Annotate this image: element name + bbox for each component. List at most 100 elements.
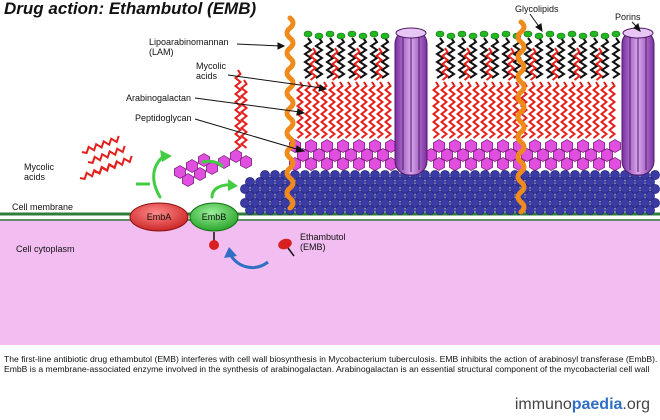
outer-mycolic-chain-25 bbox=[308, 47, 318, 81]
arabinogalactan-hex-41 bbox=[353, 157, 365, 171]
mycolic-acid-chain-13 bbox=[439, 81, 449, 139]
figure-caption: The first-line antibiotic drug ethambuto… bbox=[4, 354, 658, 374]
peptidoglycan-bead-117 bbox=[600, 184, 610, 194]
peptidoglycan-bead-198 bbox=[580, 198, 590, 208]
peptidoglycan-bead-129 bbox=[305, 191, 315, 201]
outer-lipid-chain-23 bbox=[600, 37, 610, 79]
peptidoglycan-bead-157 bbox=[585, 191, 595, 201]
peptidoglycan-bead-235 bbox=[535, 205, 545, 215]
emba-ellipse bbox=[129, 202, 189, 232]
peptidoglycan-bead-22 bbox=[480, 170, 490, 180]
peptidoglycan-bead-105 bbox=[480, 184, 490, 194]
peptidoglycan-bead-193 bbox=[530, 198, 540, 208]
peptidoglycan-bead-81 bbox=[240, 184, 250, 194]
peptidoglycan-bead-238 bbox=[565, 205, 575, 215]
arabinogalactan-hex-54 bbox=[593, 157, 605, 171]
mycolic-acid-chain-33 bbox=[599, 81, 609, 139]
peptidoglycan-bead-62 bbox=[465, 177, 475, 187]
arabinogalactan-hex-34 bbox=[569, 148, 581, 162]
arabinogalactan-hex-3 bbox=[337, 139, 349, 153]
outer-mycolic-chain-34 bbox=[550, 47, 560, 81]
arabinogalactan-hex-39 bbox=[321, 157, 333, 171]
peptidoglycan-bead-82 bbox=[250, 184, 260, 194]
peptidoglycan-bead-23 bbox=[490, 170, 500, 180]
peptidoglycan-bead-158 bbox=[595, 191, 605, 201]
label-peptidoglycan: Peptidoglycan bbox=[135, 113, 192, 123]
peptidoglycan-bead-240 bbox=[585, 205, 595, 215]
peptidoglycan-bead-153 bbox=[545, 191, 555, 201]
peptidoglycan-bead-234 bbox=[525, 205, 535, 215]
peptidoglycan-bead-230 bbox=[485, 205, 495, 215]
peptidoglycan-bead-31 bbox=[570, 170, 580, 180]
porin-right bbox=[621, 27, 655, 176]
peptidoglycan-bead-165 bbox=[250, 198, 260, 208]
peptidoglycan-bead-223 bbox=[415, 205, 425, 215]
arabinogalactan-hex-26 bbox=[441, 148, 453, 162]
peptidoglycan-bead-236 bbox=[545, 205, 555, 215]
peptidoglycan-bead-56 bbox=[405, 177, 415, 187]
peptidoglycan-bead-219 bbox=[375, 205, 385, 215]
outer-lipid-chain-20 bbox=[567, 37, 577, 79]
peptidoglycan-bead-182 bbox=[420, 198, 430, 208]
peptidoglycan-bead-70 bbox=[545, 177, 555, 187]
arabinogalactan-hex-17 bbox=[593, 139, 605, 153]
label-lam: Lipoarabinomannan bbox=[149, 37, 229, 47]
peptidoglycan-bead-47 bbox=[315, 177, 325, 187]
peptidoglycan-bead-217 bbox=[355, 205, 365, 215]
emb-blue-arrow bbox=[228, 253, 269, 270]
arabinogalactan-hex-32 bbox=[537, 148, 549, 162]
free-mycolic-acid-vertical-2 bbox=[239, 79, 249, 149]
embb-enzyme: EmbB bbox=[189, 202, 239, 232]
peptidoglycan-bead-112 bbox=[550, 184, 560, 194]
peptidoglycan-bead-180 bbox=[400, 198, 410, 208]
peptidoglycan-bead-231 bbox=[495, 205, 505, 215]
glycolipid-head-17 bbox=[534, 32, 544, 40]
arabinogalactan-layer bbox=[289, 139, 621, 171]
peptidoglycan-bead-160 bbox=[615, 191, 625, 201]
peptidoglycan-bead-68 bbox=[525, 177, 535, 187]
outer-lipid-chain-16 bbox=[523, 37, 533, 79]
outer-lipid-chain-10 bbox=[457, 37, 467, 79]
peptidoglycan-bead-108 bbox=[510, 184, 520, 194]
label-mycolic-left-1: Mycolic bbox=[24, 162, 55, 172]
glycolipid-head-21 bbox=[578, 32, 588, 40]
leader-porins-head bbox=[633, 23, 641, 32]
peptidoglycan-bead-118 bbox=[610, 184, 620, 194]
outer-mycolic-chain-31 bbox=[484, 47, 494, 81]
peptidoglycan-bead-228 bbox=[465, 205, 475, 215]
arabinogalactan-hex-55 bbox=[609, 157, 621, 171]
leader-mycolic-head bbox=[318, 84, 328, 92]
arabinogalactan-hex-45 bbox=[449, 157, 461, 171]
peptidoglycan-bead-241 bbox=[595, 205, 605, 215]
peptidoglycan-bead-181 bbox=[410, 198, 420, 208]
peptidoglycan-bead-74 bbox=[585, 177, 595, 187]
peptidoglycan-bead-220 bbox=[385, 205, 395, 215]
mycolic-acid-chain-5 bbox=[335, 81, 345, 139]
glycolipid-head-16 bbox=[523, 30, 533, 38]
label-cell-cytoplasm: Cell cytoplasm bbox=[16, 244, 75, 254]
peptidoglycan-bead-98 bbox=[410, 184, 420, 194]
peptidoglycan-bead-131 bbox=[325, 191, 335, 201]
outer-lipid-chain-0 bbox=[303, 37, 313, 79]
peptidoglycan-bead-77 bbox=[615, 177, 625, 187]
glycolipid-head-20 bbox=[567, 30, 577, 38]
label-cell-membrane: Cell membrane bbox=[12, 202, 73, 212]
outer-lipid-chain-11 bbox=[468, 37, 478, 79]
outer-lipid-chain-9 bbox=[446, 37, 456, 79]
label-lam-abbr: (LAM) bbox=[149, 47, 174, 57]
glycolipid-head-7 bbox=[380, 32, 390, 40]
peptidoglycan-bead-143 bbox=[445, 191, 455, 201]
peptidoglycan-bead-185 bbox=[450, 198, 460, 208]
peptidoglycan-bead-40 bbox=[245, 177, 255, 187]
peptidoglycan-bead-244 bbox=[625, 205, 635, 215]
arabinogalactan-hex-2 bbox=[321, 139, 333, 153]
mycolic-acid-chain-12 bbox=[431, 81, 441, 139]
peptidoglycan-bead-226 bbox=[445, 205, 455, 215]
label-arabinogalactan: Arabinogalactan bbox=[126, 93, 191, 103]
porin-left bbox=[394, 27, 428, 176]
peptidoglycan-bead-50 bbox=[345, 177, 355, 187]
label-porins: Porins bbox=[615, 12, 641, 22]
peptidoglycan-bead-110 bbox=[530, 184, 540, 194]
mycolic-acid-chain-27 bbox=[551, 81, 561, 139]
peptidoglycan-bead-75 bbox=[595, 177, 605, 187]
